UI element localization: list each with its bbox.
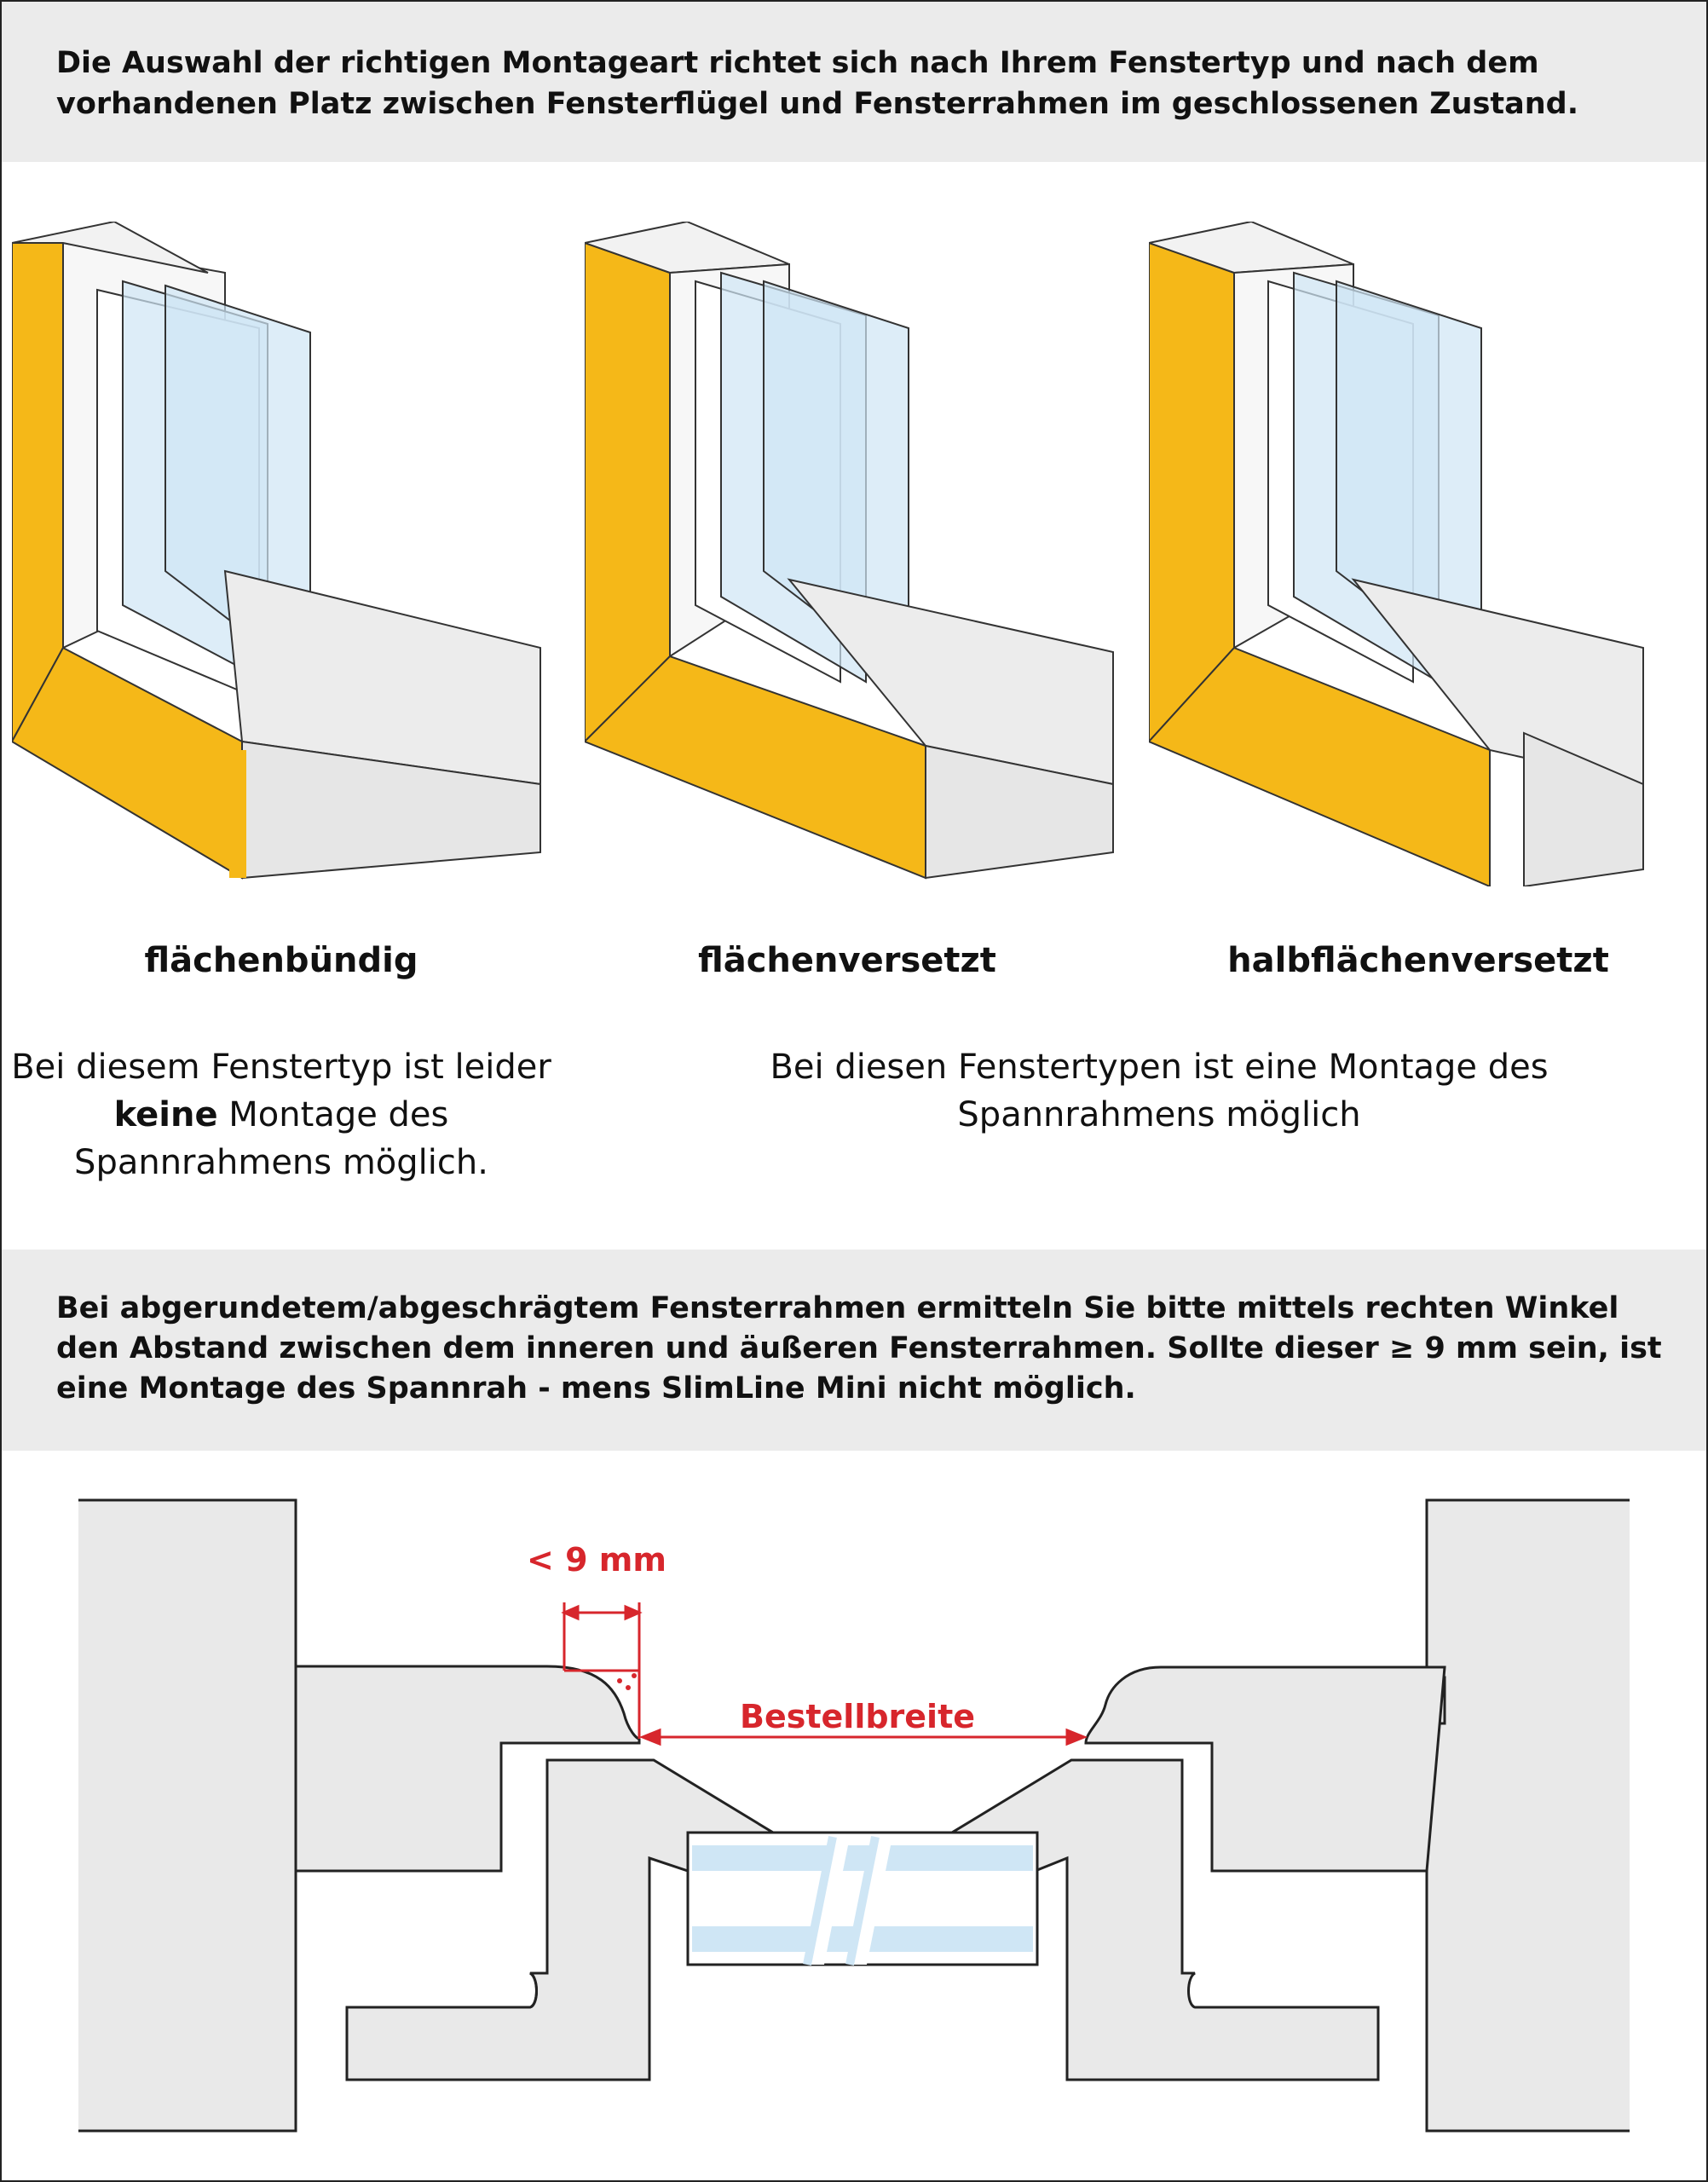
note-band: [2, 1250, 1706, 1451]
description-not-possible-end: Montage des Spannrahmens möglich.: [74, 1095, 488, 1182]
gap-dimension-label: < 9 mm: [527, 1541, 666, 1579]
description-possible: Bei diesen Fenstertypen ist eine Montage…: [770, 1048, 1549, 1134]
description-not-possible: Bei diesem Fenstertyp ist leider keine M…: [0, 1043, 563, 1186]
window-flush-illustration: [10, 220, 557, 886]
description-keine-emphasis: keine: [113, 1095, 218, 1134]
intro-text: Die Auswahl der richtigen Montageart ric…: [56, 46, 1579, 121]
window-offset-illustration: [581, 220, 1130, 886]
window-half-offset-illustration: [1145, 220, 1694, 888]
cross-section-diagram: [2, 1483, 1706, 2148]
order-width-label: Bestellbreite: [740, 1698, 976, 1735]
type-label-half-offset: halbflächenversetzt: [1227, 941, 1609, 980]
intro-band: [2, 2, 1706, 162]
description-not-possible-start: Bei diesem Fenstertyp ist leider: [11, 1048, 551, 1087]
note-text: Bei abgerundetem/abgeschrägtem Fensterra…: [56, 1291, 1662, 1406]
type-label-flush: flächenbündig: [144, 941, 418, 980]
type-label-offset: flächenversetzt: [698, 941, 996, 980]
